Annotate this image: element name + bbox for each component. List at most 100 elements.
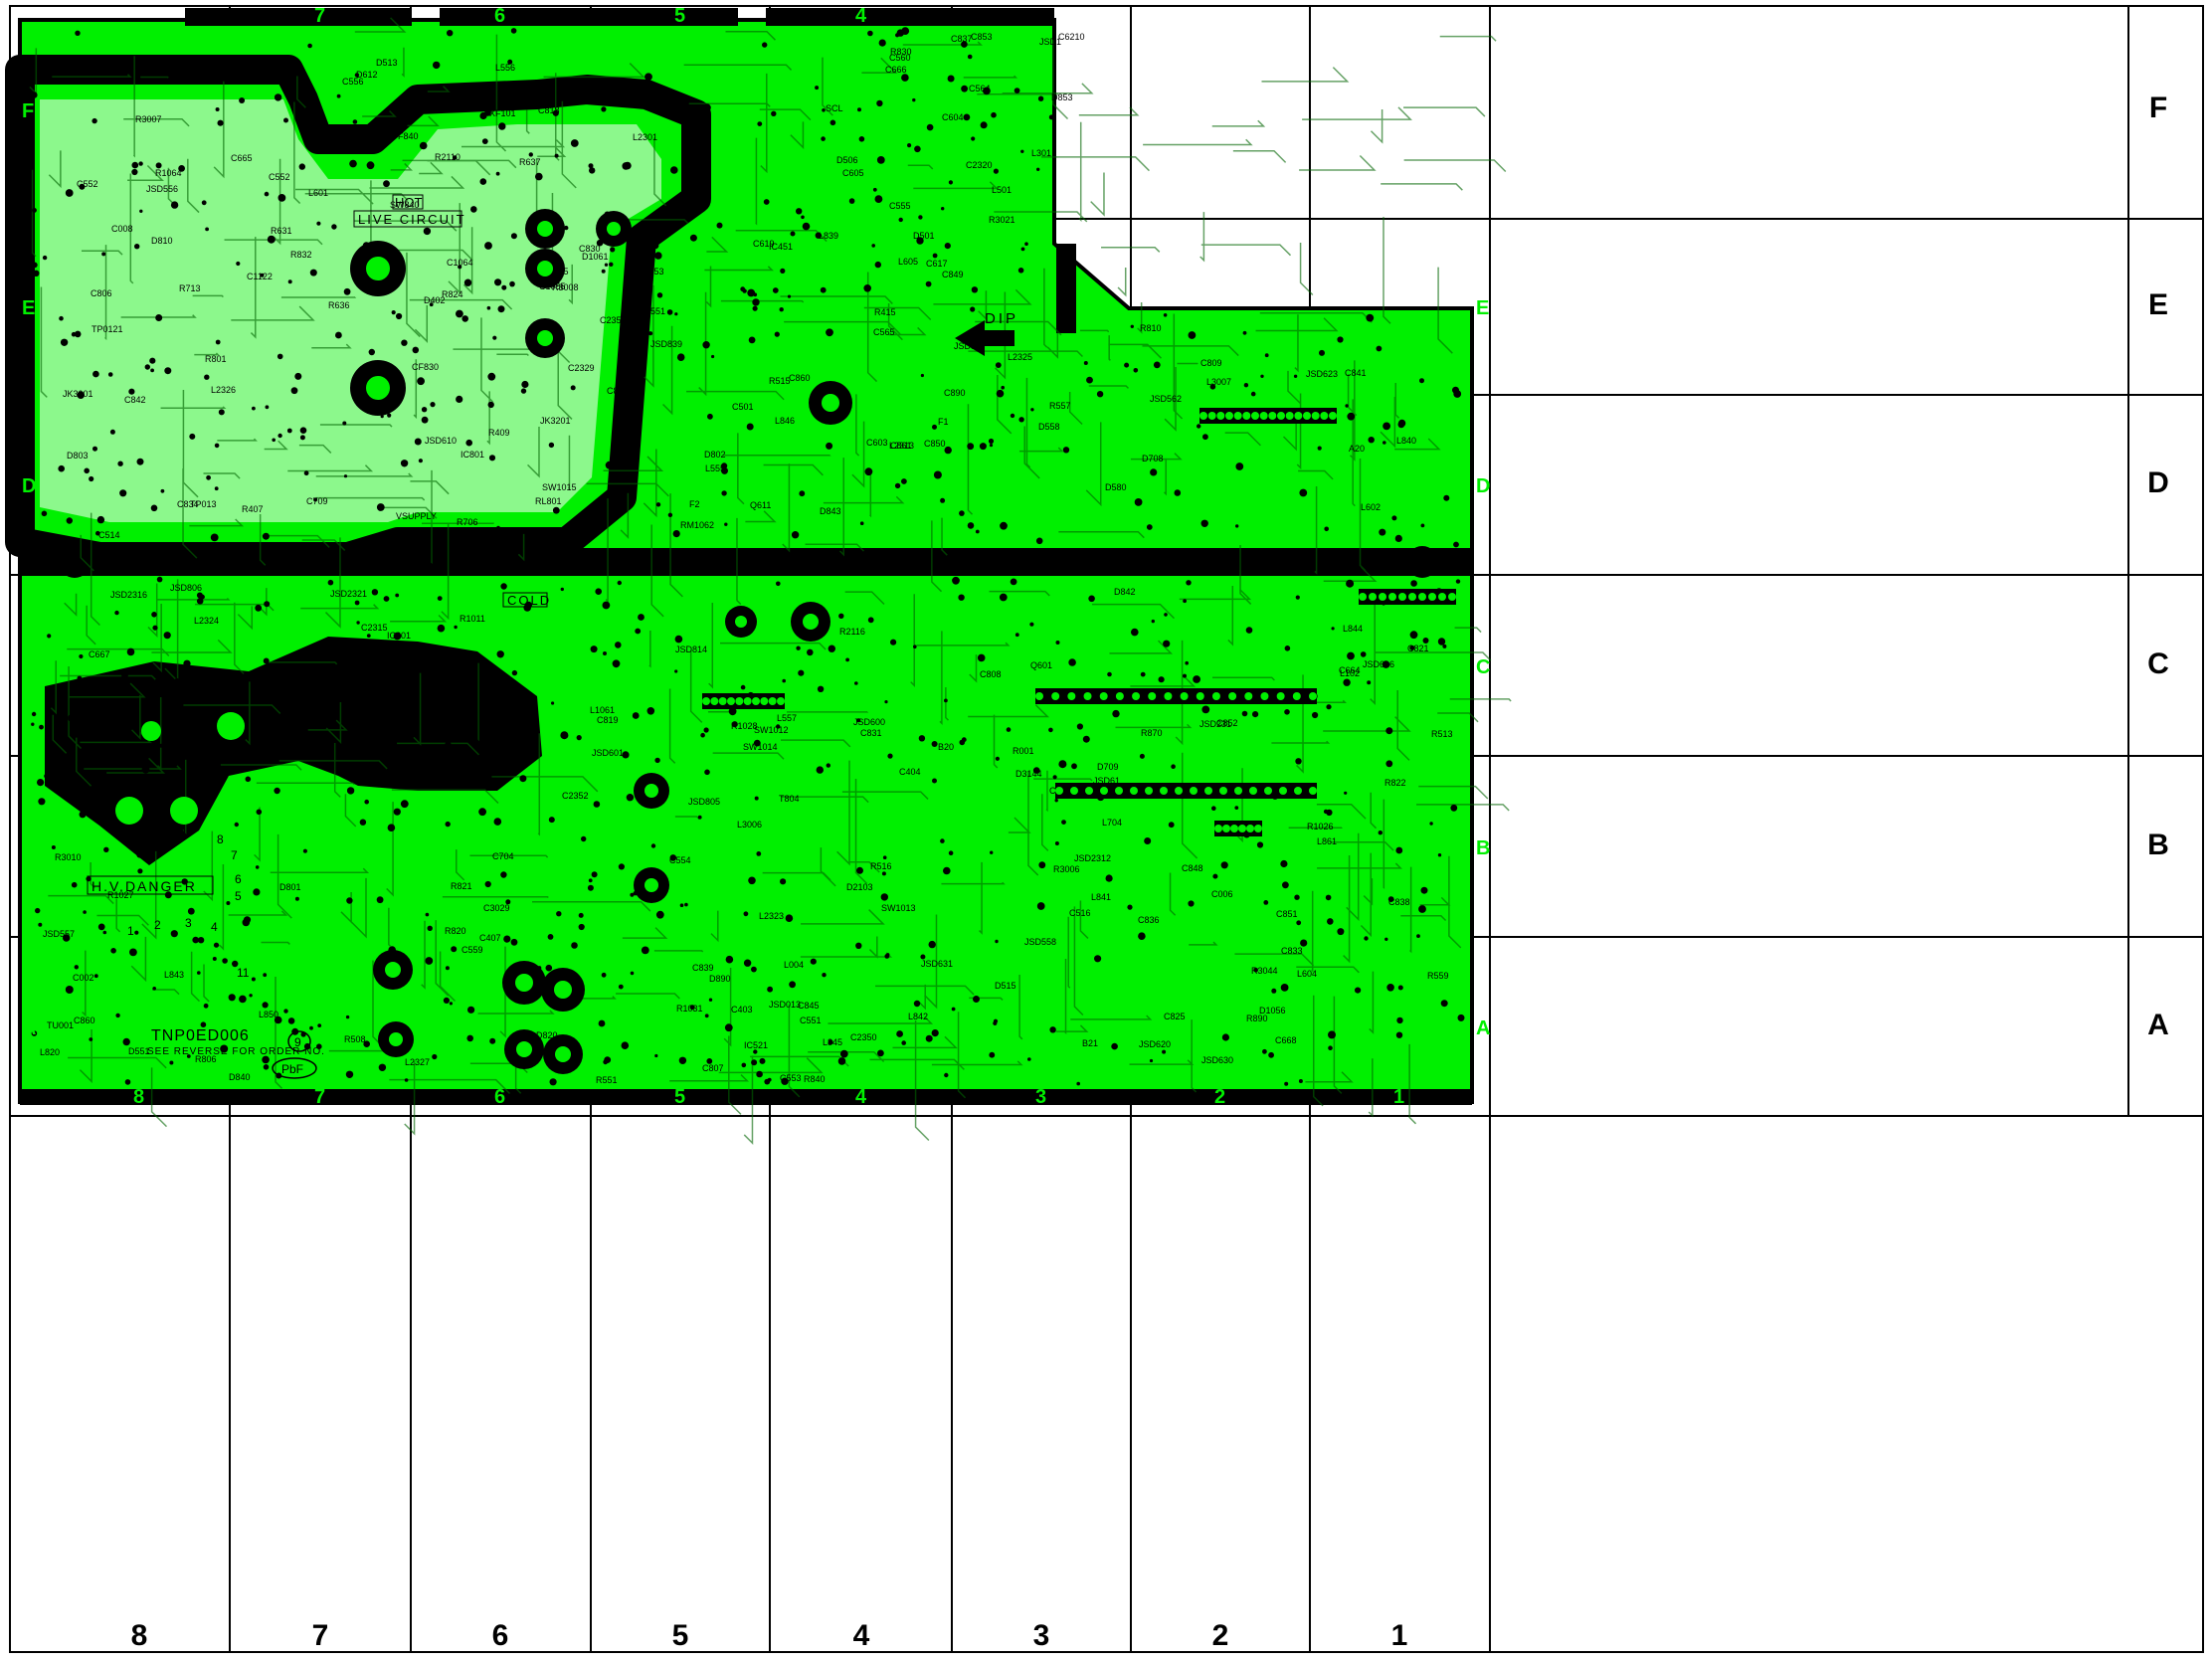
pad <box>1364 936 1368 940</box>
pad <box>252 407 256 411</box>
pad <box>346 1016 349 1018</box>
component-label: JSD013 <box>769 1000 801 1010</box>
component-label: R551 <box>596 1075 618 1085</box>
pad <box>594 801 601 808</box>
pad <box>310 270 317 277</box>
edge-col-5: 5 <box>674 1086 685 1108</box>
pad <box>826 443 832 450</box>
pad <box>214 943 219 948</box>
pad <box>500 871 506 877</box>
pad <box>1147 524 1153 530</box>
pad <box>482 138 488 144</box>
pad <box>1015 633 1019 637</box>
pad <box>1097 391 1103 397</box>
pad <box>588 885 594 891</box>
ic-pin <box>1148 692 1156 700</box>
pad <box>183 660 190 667</box>
pad <box>549 817 555 823</box>
edge-col-2: 2 <box>1214 1086 1225 1108</box>
component-label: CF830 <box>412 362 439 372</box>
pad <box>66 189 74 197</box>
component-label: C853 <box>971 32 993 42</box>
pad <box>1450 805 1457 812</box>
pad <box>213 957 217 961</box>
pad <box>489 455 495 461</box>
pad <box>59 316 64 321</box>
pad <box>887 754 892 759</box>
pad <box>461 315 468 322</box>
component-label: L2313 <box>889 441 914 451</box>
component-label: C833 <box>1281 946 1303 956</box>
pad <box>316 222 320 226</box>
ic-pin <box>1260 692 1268 700</box>
pad <box>485 881 491 887</box>
component-label: R415 <box>874 307 896 317</box>
component-label: C516 <box>1069 908 1091 918</box>
pad <box>1063 447 1069 453</box>
pad <box>1014 88 1020 93</box>
pad <box>466 1035 473 1042</box>
trace <box>1261 68 1347 82</box>
pad <box>996 757 1000 761</box>
component-label: Q611 <box>750 500 771 510</box>
pad <box>821 287 827 293</box>
component-label: JSD2312 <box>1074 853 1111 863</box>
component-label: R3010 <box>55 852 82 862</box>
ic-pin <box>1164 692 1172 700</box>
pad <box>1421 524 1425 528</box>
pad <box>277 434 281 438</box>
pad <box>550 1078 557 1085</box>
pad <box>511 28 517 34</box>
pad <box>840 1050 848 1058</box>
pad <box>1410 631 1418 639</box>
pad <box>1246 627 1253 634</box>
component-label: L501 <box>992 185 1012 195</box>
pad <box>698 816 702 820</box>
pad <box>1088 596 1095 603</box>
pad <box>1453 390 1461 398</box>
pad <box>994 169 999 174</box>
pad <box>1265 353 1269 357</box>
pad <box>1416 934 1420 938</box>
bottom-strip <box>20 1089 1472 1105</box>
component-label: JSD839 <box>650 339 682 349</box>
pad <box>1011 414 1014 418</box>
pad <box>479 97 486 104</box>
pad <box>343 767 348 772</box>
pad <box>1221 861 1228 868</box>
component-label: C3029 <box>483 903 510 913</box>
trace <box>1301 243 1313 294</box>
component-label: IC521 <box>744 1040 768 1050</box>
pad <box>1185 661 1189 665</box>
pad <box>430 402 435 407</box>
pad <box>83 910 87 914</box>
ic-pin <box>1216 412 1224 420</box>
pad <box>115 1014 119 1017</box>
ic-pin <box>1277 692 1285 700</box>
pad <box>497 650 504 657</box>
pad <box>1048 728 1053 733</box>
edge-row-b: B <box>1476 837 1490 859</box>
pad <box>72 882 78 888</box>
pad <box>876 100 882 106</box>
pad <box>369 349 375 355</box>
pad <box>1029 623 1033 627</box>
component-label: L846 <box>775 416 795 426</box>
pad <box>589 167 595 173</box>
pad <box>266 405 270 409</box>
pad <box>577 735 582 740</box>
trace <box>870 469 871 515</box>
pad <box>494 818 502 826</box>
pad <box>657 292 662 297</box>
pad <box>189 434 195 440</box>
pad <box>867 31 873 37</box>
pad <box>741 685 746 690</box>
pad <box>197 971 201 975</box>
pad <box>39 725 44 730</box>
ic-pin-header <box>1035 688 1317 704</box>
pad <box>654 252 661 259</box>
pad <box>268 236 276 244</box>
ic-pin <box>1199 412 1207 420</box>
pad <box>1366 314 1374 322</box>
component-label: L839 <box>819 231 838 241</box>
